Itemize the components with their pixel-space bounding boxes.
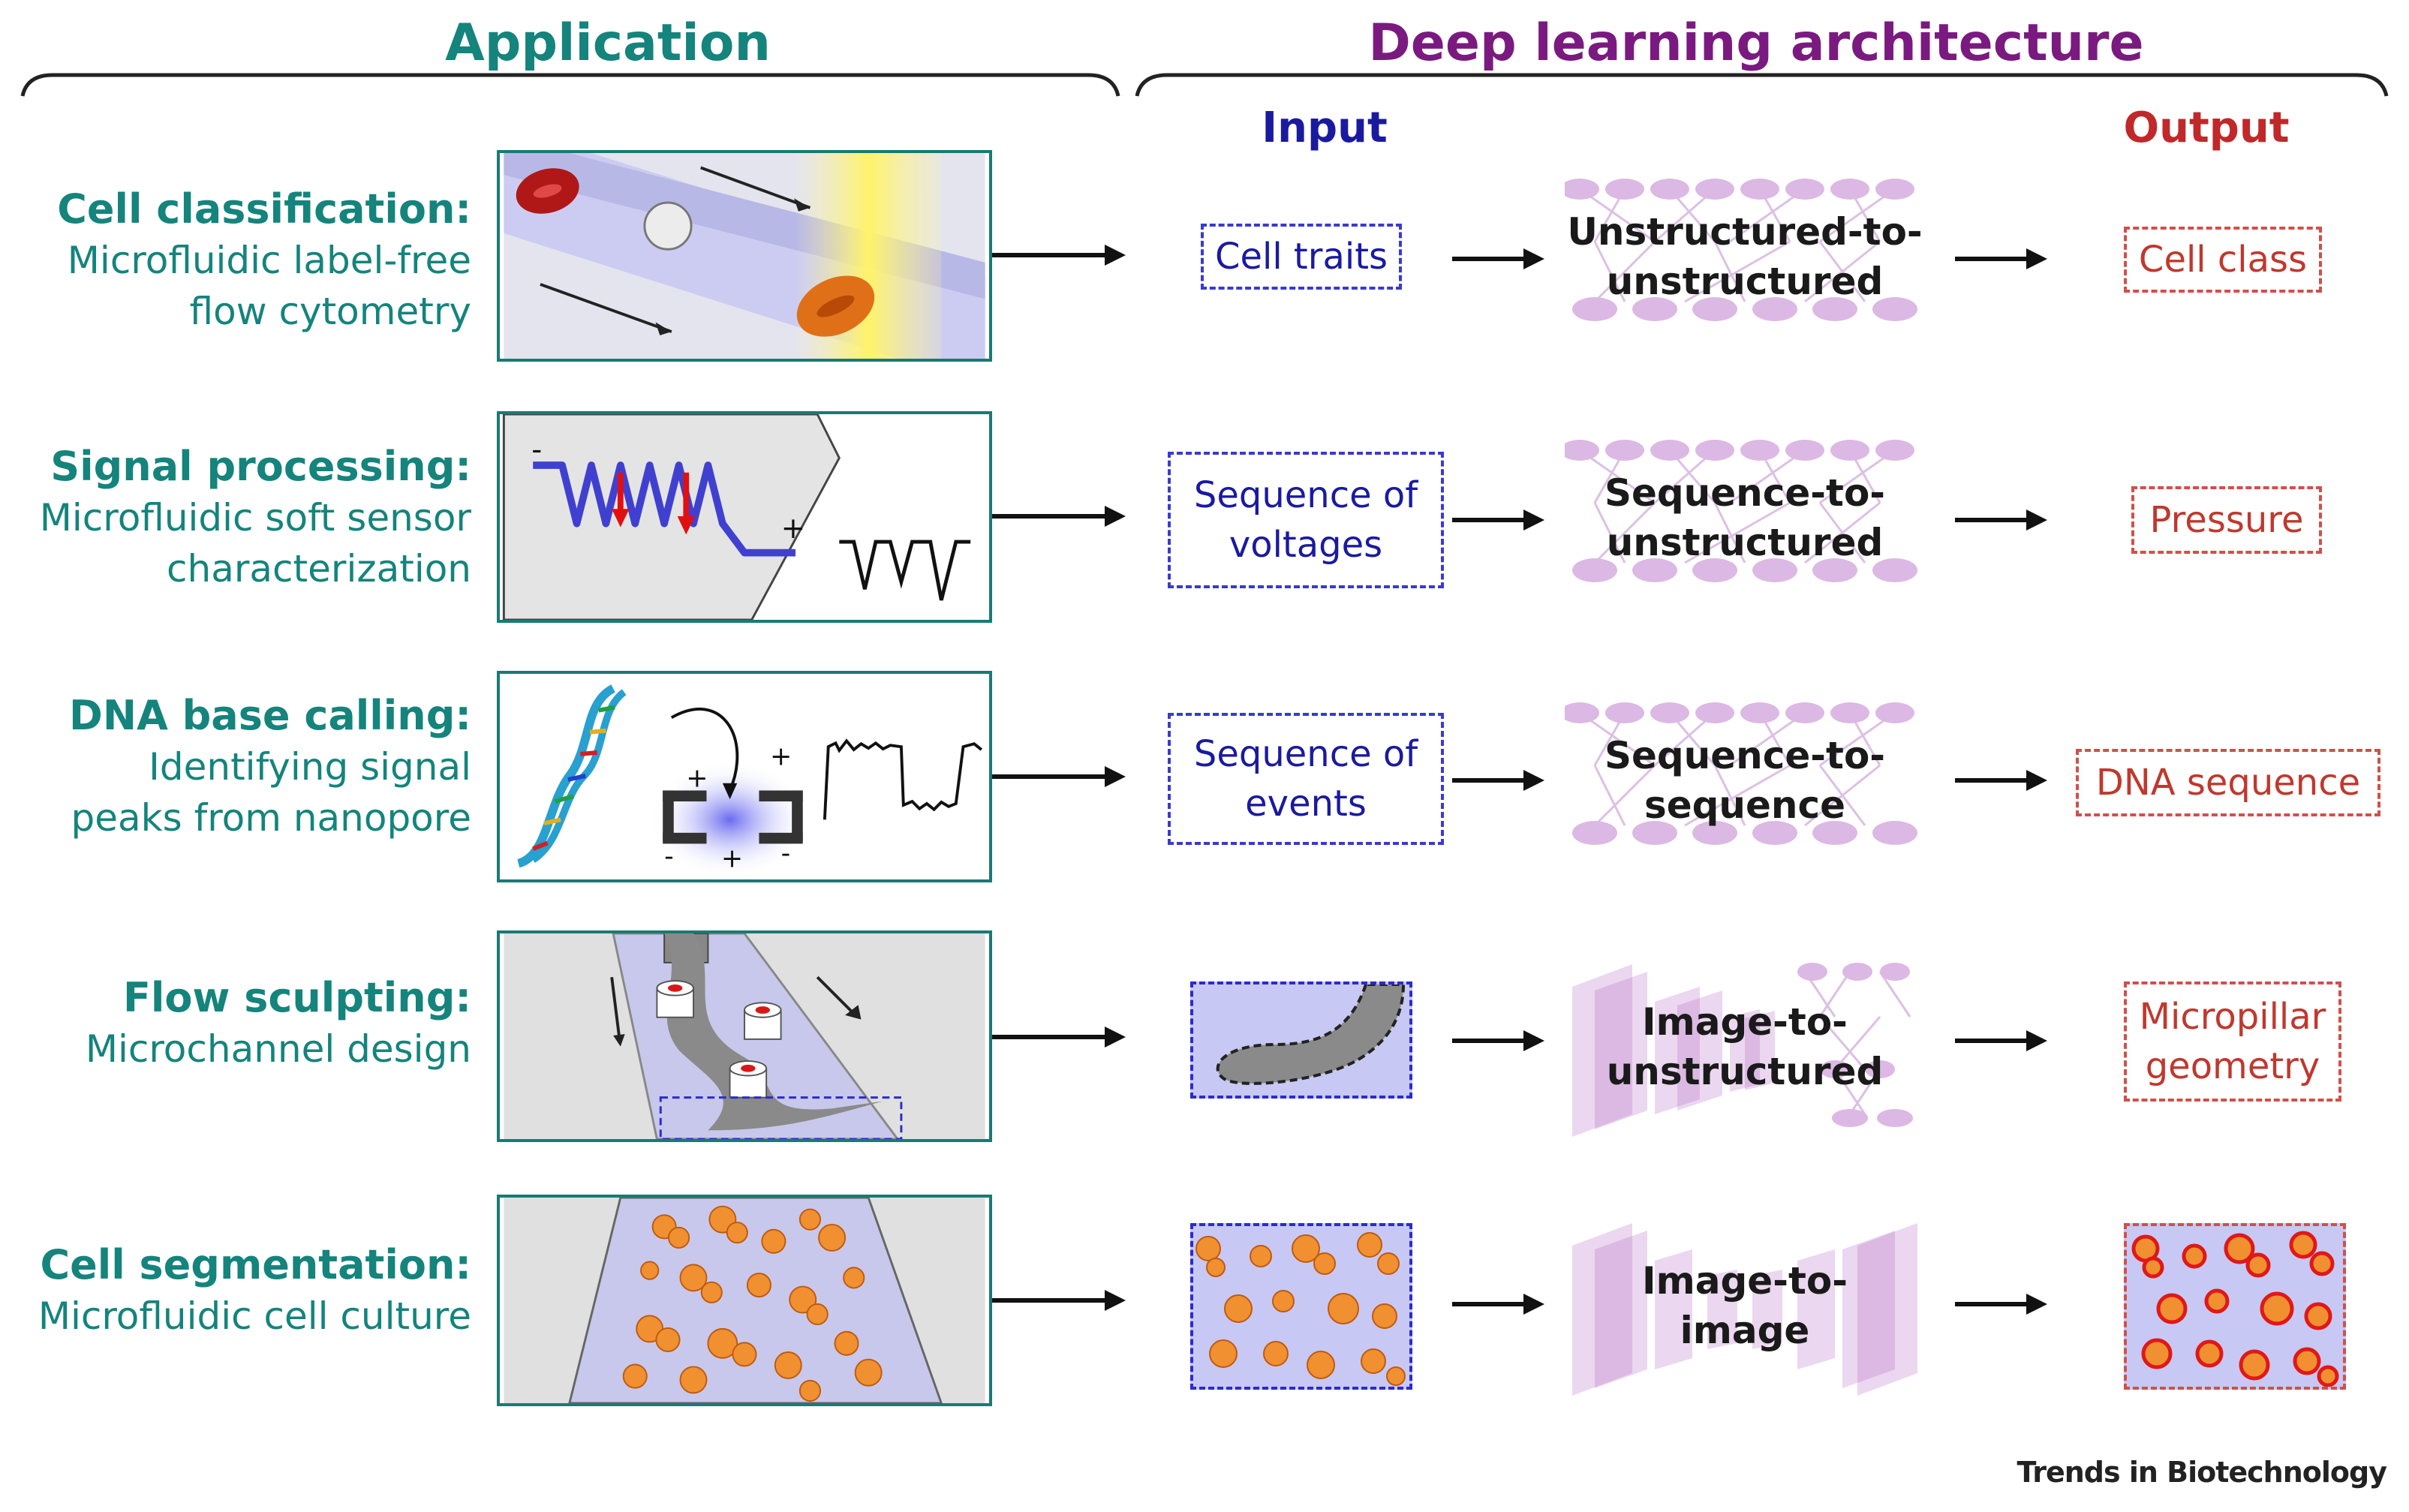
row3-panel-plus-bottom: +: [721, 843, 743, 873]
row4-panel-flow-sculpting: [497, 930, 992, 1142]
row4-title: Flow sculpting:: [123, 974, 471, 1021]
row4-description: Flow sculpting: Microchannel design: [86, 972, 471, 1075]
row4-desc-line1: Microchannel design: [85, 1027, 471, 1071]
row3-input-arrow: [1452, 770, 1544, 791]
row2-description: Signal processing: Microfluidic soft sen…: [40, 441, 471, 594]
row5-description: Cell segmentation: Microfluidic cell cul…: [38, 1240, 471, 1342]
row5-input-arrow: [1452, 1294, 1544, 1315]
row1-input-label: Cell traits: [1214, 236, 1388, 278]
row1-network-icon: [1565, 179, 1917, 321]
row1-output-label: Cell class: [2138, 239, 2308, 281]
row4-input-image: [1190, 981, 1412, 1099]
row5-architecture: Image-to-image: [1565, 1216, 1925, 1396]
row3-panel-nanopore: + + + - -: [497, 671, 992, 882]
row3-title: DNA base calling:: [69, 692, 471, 739]
row1-panel-arrow: [992, 245, 1126, 266]
row1-desc-line2: flow cytometry: [189, 290, 471, 333]
row3-network-icon: [1565, 702, 1917, 845]
row2-output-arrow: [1955, 510, 2047, 531]
row4-input-arrow: [1452, 1030, 1544, 1051]
journal-credit: Trends in Biotechnology: [2017, 1456, 2387, 1489]
row3-arch-line1: Sequence-to-: [1604, 734, 1886, 777]
row1-architecture: Unstructured-to-unstructured: [1565, 174, 1925, 339]
row1-arch-line1: Unstructured-to-: [1567, 210, 1923, 254]
row3-input-line2: events: [1245, 783, 1367, 825]
row5-arch-line1: Image-to-: [1642, 1259, 1848, 1303]
row1-output-box: Cell class: [2124, 227, 2322, 293]
row3-description: DNA base calling: Identifying signal pea…: [69, 690, 471, 843]
row2-network-icon: [1565, 440, 1917, 582]
row5-encoder-decoder-icon: [1572, 1223, 1917, 1396]
input-header: Input: [1262, 104, 1388, 152]
row2-desc-line2: characterization: [167, 547, 471, 591]
row5-output-image: [2124, 1223, 2346, 1390]
row4-output-arrow: [1955, 1030, 2047, 1051]
row2-arch-line1: Sequence-to-: [1604, 471, 1886, 515]
row4-output-line2: geometry: [2145, 1045, 2320, 1087]
row5-output-arrow: [1955, 1294, 2047, 1315]
row2-title: Signal processing:: [50, 443, 471, 490]
row2-panel-arrow: [992, 506, 1126, 527]
row2-output-label: Pressure: [2149, 499, 2304, 541]
row5-input-image: [1190, 1223, 1412, 1390]
row3-input-line1: Sequence of: [1193, 733, 1418, 775]
row1-arch-line2: unstructured: [1606, 260, 1884, 303]
row5-panel-cell-culture: [497, 1195, 992, 1406]
row1-output-arrow: [1955, 248, 2047, 269]
row1-title: Cell classification:: [57, 185, 471, 233]
row3-arch-line2: sequence: [1644, 783, 1846, 827]
row4-panel-arrow: [992, 1027, 1126, 1048]
row2-panel-plus: +: [781, 512, 806, 546]
row3-output-label: DNA sequence: [2095, 762, 2361, 804]
row5-panel-arrow: [992, 1290, 1126, 1311]
row1-panel-flow-cytometry: [497, 150, 992, 362]
row3-panel-minus-left: -: [664, 842, 674, 872]
row2-architecture: Sequence-to-unstructured: [1565, 435, 1925, 600]
row1-input-arrow: [1452, 248, 1544, 269]
row3-output-box: DNA sequence: [2076, 749, 2380, 816]
row3-output-arrow: [1955, 770, 2047, 791]
row2-panel-minus: -: [531, 433, 542, 467]
deep-learning-header: Deep learning architecture: [1368, 14, 2144, 73]
header-brackets: [20, 73, 2389, 97]
row5-arch-line2: image: [1680, 1309, 1810, 1352]
row3-panel-plus-left: +: [686, 764, 708, 794]
row2-desc-line1: Microfluidic soft sensor: [39, 496, 471, 540]
row3-desc-line2: peaks from nanopore: [71, 796, 471, 840]
row2-input-box: Sequence of voltages: [1168, 452, 1444, 588]
row5-title: Cell segmentation:: [40, 1241, 471, 1288]
row4-output-box: Micropillar geometry: [2124, 981, 2341, 1102]
row4-arch-line1: Image-to-: [1642, 1000, 1848, 1044]
row4-cnn-to-net-icon: [1572, 963, 1913, 1137]
row4-output-line1: Micropillar: [2139, 996, 2326, 1038]
row3-panel-arrow: [992, 766, 1126, 787]
row2-arch-line2: unstructured: [1606, 521, 1884, 564]
output-header: Output: [2123, 104, 2290, 152]
row4-architecture: Image-to-unstructured: [1565, 957, 1925, 1137]
row3-architecture: Sequence-to-sequence: [1565, 698, 1925, 863]
row1-desc-line1: Microfluidic label-free: [67, 239, 471, 282]
row2-panel-soft-sensor: - +: [497, 411, 992, 623]
row1-input-box: Cell traits: [1201, 224, 1402, 290]
row2-input-line2: voltages: [1229, 524, 1383, 566]
application-header: Application: [445, 14, 771, 73]
row4-arch-line2: unstructured: [1606, 1050, 1884, 1093]
row5-desc-line1: Microfluidic cell culture: [38, 1294, 471, 1338]
row3-desc-line1: Identifying signal: [149, 745, 471, 789]
row2-input-line1: Sequence of: [1193, 474, 1418, 516]
row2-output-box: Pressure: [2131, 486, 2322, 554]
row3-input-box: Sequence of events: [1168, 713, 1444, 845]
row2-input-arrow: [1452, 510, 1544, 531]
row3-panel-plus-right: +: [770, 741, 792, 771]
row1-description: Cell classification: Microfluidic label-…: [57, 184, 471, 337]
row3-panel-minus-right: -: [781, 839, 791, 869]
